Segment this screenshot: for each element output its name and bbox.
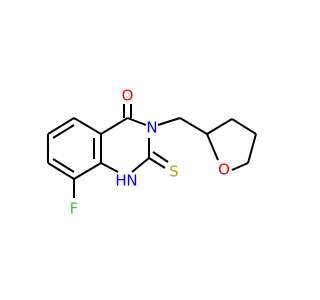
bond-thf-c5-o xyxy=(231,162,249,171)
bond-c4-c4a xyxy=(100,117,129,135)
atom-labels: O N N H S F O xyxy=(70,87,230,218)
bond-n1-c8a xyxy=(100,162,119,173)
atom-sulfur: S xyxy=(169,163,179,181)
bond-thf-o-c2 xyxy=(206,133,219,161)
atom-nitrogen-1-hydrogen: H xyxy=(115,172,126,190)
bond-ch2-thf xyxy=(179,117,208,135)
bond-c4a-c5 xyxy=(73,117,102,135)
bond-thf-c2-c3 xyxy=(206,118,233,135)
bond-c7-c8-inner xyxy=(52,158,75,173)
bond-n3-ch2 xyxy=(157,117,181,126)
bond-c7-c8 xyxy=(47,162,75,180)
bond-thf-c4-c5 xyxy=(247,133,257,164)
atom-nitrogen-3: N xyxy=(146,119,157,137)
chemical-structure-diagram: O N N H S F O xyxy=(47,87,257,218)
bond-thf-c3-c4 xyxy=(231,118,257,135)
bond-c2-s-double-a xyxy=(148,157,166,169)
bond-c5-c6-inner xyxy=(52,124,75,139)
bonds xyxy=(47,104,257,198)
bond-c2-s-double-b xyxy=(152,151,169,163)
atom-nitrogen-1: N xyxy=(126,172,137,190)
atom-oxygen-carbonyl: O xyxy=(122,87,134,105)
bond-c2-n1 xyxy=(131,157,150,173)
bond-c5-c6 xyxy=(47,117,75,135)
bond-c8-c8a xyxy=(73,162,102,180)
atom-oxygen-ring: O xyxy=(218,161,230,179)
bond-c4-n3 xyxy=(127,117,147,126)
atom-fluorine: F xyxy=(70,200,79,218)
